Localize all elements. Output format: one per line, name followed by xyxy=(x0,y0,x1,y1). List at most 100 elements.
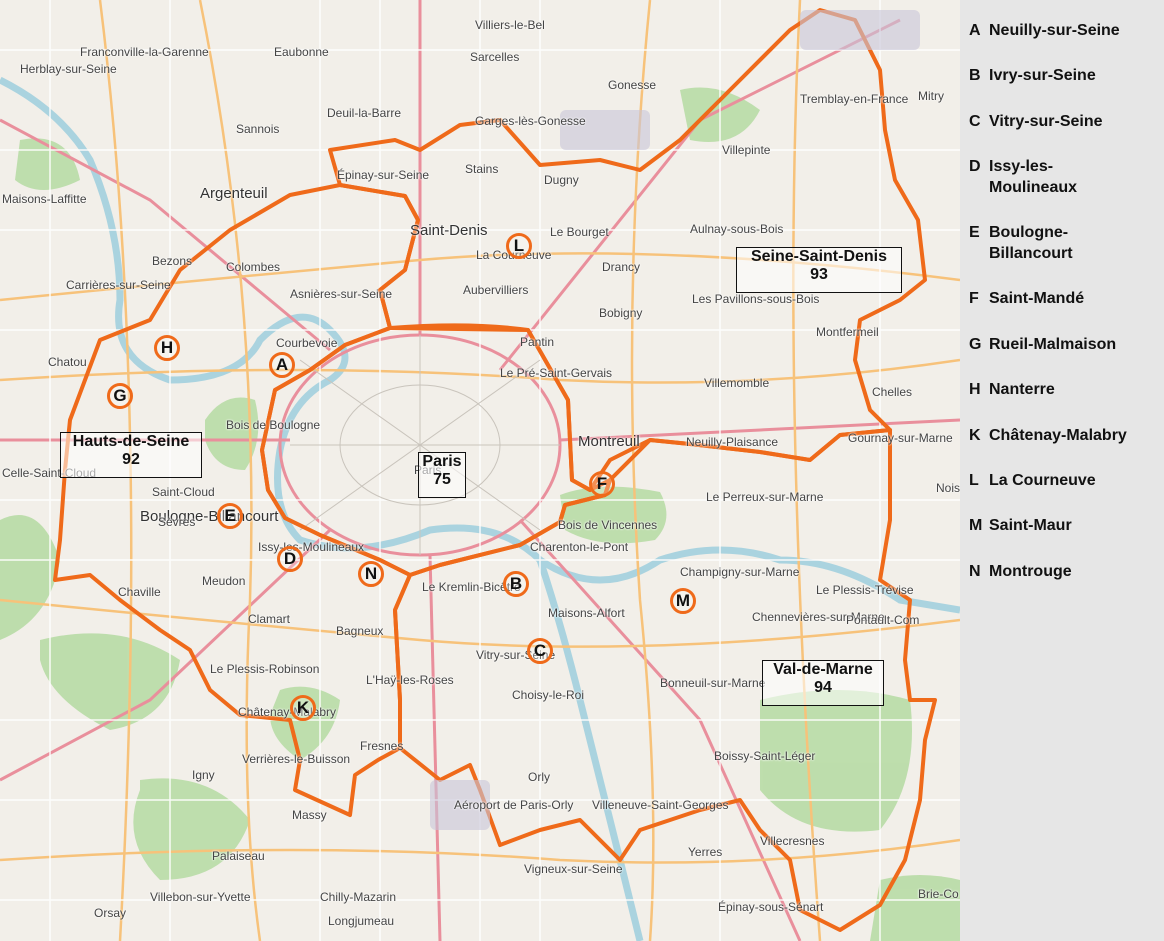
place-label: Colombes xyxy=(226,260,281,274)
place-label: Dugny xyxy=(544,173,579,187)
place-label: Yerres xyxy=(688,845,723,859)
marker-c[interactable]: C xyxy=(527,638,553,664)
place-label: Argenteuil xyxy=(200,185,268,202)
place-label: Neuilly-Plaisance xyxy=(686,435,779,449)
place-label: Stains xyxy=(465,162,499,176)
place-label: Orsay xyxy=(94,906,127,920)
legend-letter: E xyxy=(969,224,980,241)
dept-number: 94 xyxy=(814,679,832,696)
legend-letter: C xyxy=(969,113,981,130)
legend-name: Issy-les-Moulineaux xyxy=(989,158,1078,196)
place-label: Charenton-le-Pont xyxy=(530,540,629,554)
place-label: Issy-les-Moulineaux xyxy=(258,540,365,554)
place-label: Sannois xyxy=(236,122,280,136)
place-label: Chelles xyxy=(872,385,913,399)
place-label: Pantin xyxy=(520,335,555,349)
place-label: Le Kremlin-Bicêtre xyxy=(422,580,521,594)
place-label: Le Perreux-sur-Marne xyxy=(706,490,824,504)
place-label: Gournay-sur-Marne xyxy=(848,431,953,445)
place-label: Verrières-le-Buisson xyxy=(242,752,351,766)
place-label: Villecresnes xyxy=(760,834,825,848)
place-label: Aéroport de Paris-Orly xyxy=(454,798,574,812)
place-label: Chilly-Mazarin xyxy=(320,890,397,904)
place-label: Aulnay-sous-Bois xyxy=(690,222,784,236)
place-label: Franconville-la-Garenne xyxy=(80,45,209,59)
dept-number: 75 xyxy=(433,471,451,488)
marker-n[interactable]: N xyxy=(358,561,384,587)
marker-l[interactable]: L xyxy=(506,233,532,259)
legend-item-a: A Neuilly-sur-Seine xyxy=(969,20,1120,41)
marker-d[interactable]: D xyxy=(277,546,303,572)
place-label: Courbevoie xyxy=(276,336,338,350)
place-label: Vigneux-sur-Seine xyxy=(524,862,623,876)
place-label: Bagneux xyxy=(336,624,384,638)
legend-name: Vitry-sur-Seine xyxy=(989,113,1103,130)
dept-name: Hauts-de-Seine xyxy=(72,433,190,450)
legend-letter: A xyxy=(969,22,981,39)
dept-number: 92 xyxy=(122,451,140,468)
place-label: Villepinte xyxy=(722,143,771,157)
place-label: Les Pavillons-sous-Bois xyxy=(692,292,820,306)
place-label: Le Bourget xyxy=(550,225,609,239)
marker-f[interactable]: F xyxy=(589,471,615,497)
place-label: Sèvres xyxy=(158,515,196,529)
place-label: Le Pré-Saint-Gervais xyxy=(500,366,613,380)
place-label: Maisons-Laffitte xyxy=(2,192,87,206)
paris-boundary xyxy=(260,323,612,577)
place-label: Bezons xyxy=(152,254,193,268)
place-label: Villebon-sur-Yvette xyxy=(150,890,251,904)
place-label: Drancy xyxy=(602,260,641,274)
place-label: Villeneuve-Saint-Georges xyxy=(592,798,729,812)
hauts-de-seine-boundary xyxy=(53,183,420,817)
place-label: Choisy-le-Roi xyxy=(512,688,585,702)
place-label: Deuil-la-Barre xyxy=(327,106,402,120)
place-label: Carrières-sur-Seine xyxy=(66,278,171,292)
place-label: Brie-Co xyxy=(918,887,959,901)
legend-letter: K xyxy=(969,427,981,444)
place-label: Noisy xyxy=(936,481,960,495)
legend-name: Châtenay-Malabry xyxy=(989,427,1127,444)
place-label: Champigny-sur-Marne xyxy=(680,565,800,579)
legend-letter: L xyxy=(969,472,979,489)
legend-name: Neuilly-sur-Seine xyxy=(989,22,1120,39)
green-areas xyxy=(0,87,960,941)
legend-letter: B xyxy=(969,67,981,84)
place-label: Gonesse xyxy=(608,78,657,92)
marker-h[interactable]: H xyxy=(154,335,180,361)
marker-m[interactable]: M xyxy=(670,588,696,614)
legend-name: Rueil-Malmaison xyxy=(989,336,1117,353)
place-label: Massy xyxy=(292,808,327,822)
place-label: Aubervilliers xyxy=(463,283,529,297)
place-label: Bonneuil-sur-Marne xyxy=(660,676,766,690)
place-label: Mitry xyxy=(918,89,944,103)
marker-g[interactable]: G xyxy=(107,383,133,409)
legend-letter: M xyxy=(969,517,983,534)
place-label: L'Haÿ-les-Roses xyxy=(366,673,454,687)
marker-k[interactable]: K xyxy=(290,695,316,721)
marker-e[interactable]: E xyxy=(217,503,243,529)
place-label: Chaville xyxy=(118,585,161,599)
marker-b[interactable]: B xyxy=(503,571,529,597)
place-label: Orly xyxy=(528,770,550,784)
place-label: Boissy-Saint-Léger xyxy=(714,749,816,763)
place-label: Montfermeil xyxy=(816,325,879,339)
legend-letter: H xyxy=(969,381,981,398)
place-label: Chatou xyxy=(48,355,87,369)
legend-name: Montrouge xyxy=(989,563,1072,580)
marker-a[interactable]: A xyxy=(269,352,295,378)
legend-name: Boulogne-Billancourt xyxy=(989,224,1073,262)
legend-letter: F xyxy=(969,290,979,307)
place-label: Asnières-sur-Seine xyxy=(290,287,393,301)
